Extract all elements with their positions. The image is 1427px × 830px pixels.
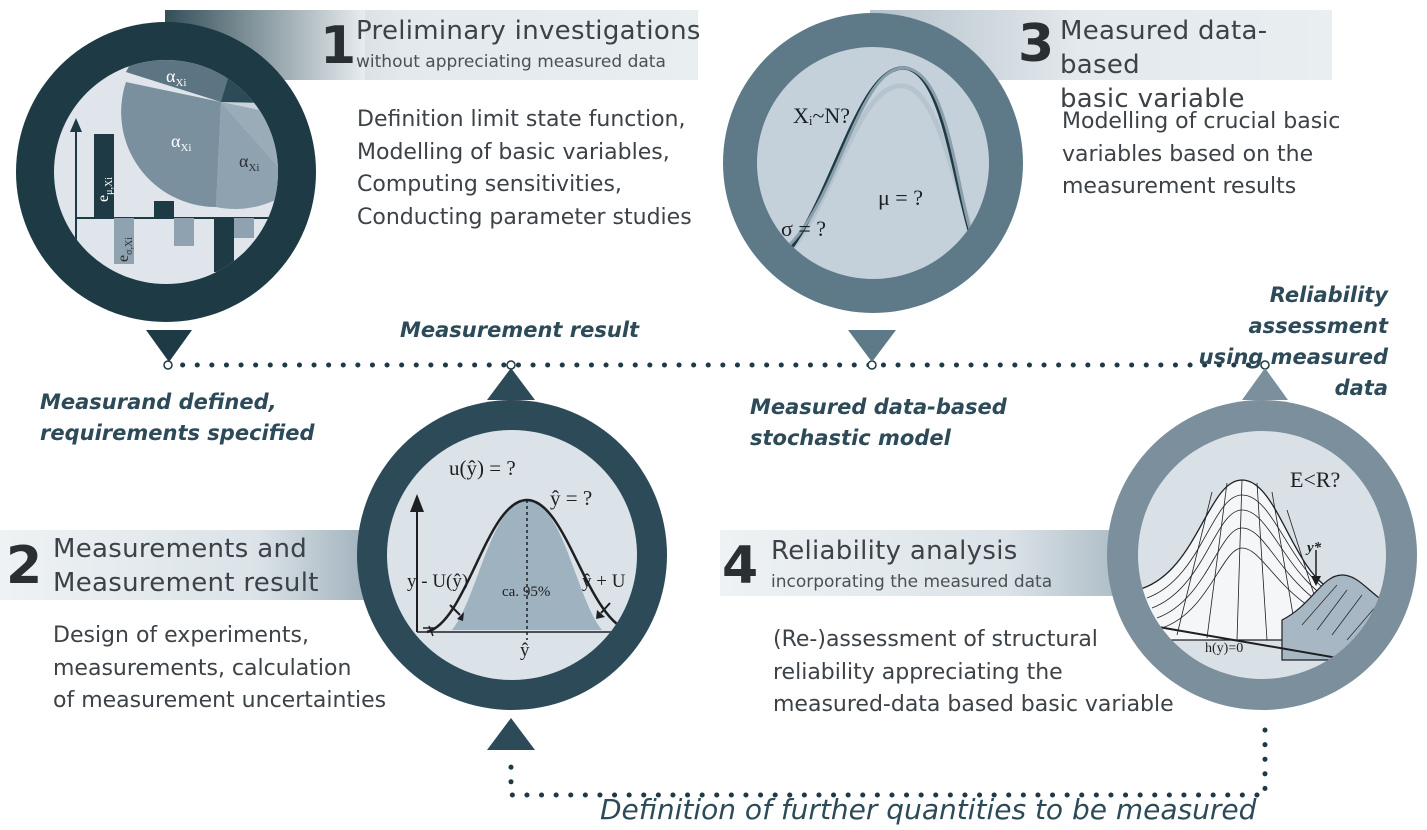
- step1-subtitle: without appreciating measured data: [356, 52, 666, 72]
- step4-subtitle: incorporating the measured data: [771, 572, 1053, 592]
- node-stochastic-model: [867, 360, 877, 370]
- step1-header: 1 Preliminary investigations without app…: [320, 10, 701, 82]
- step4-circle: E<R? y* h(y)=0: [1107, 400, 1417, 710]
- e-sigma-label: eσ,Xi: [115, 237, 135, 262]
- pointer-step4: [1242, 368, 1288, 400]
- step3-description: Modelling of crucial basic variables bas…: [1062, 109, 1341, 199]
- step1-number: 1: [320, 16, 357, 76]
- step3-header: 3 Measured data-based basic variable: [1018, 8, 1338, 114]
- step4-title: Reliability analysis: [771, 536, 1018, 566]
- step4-number: 4: [722, 536, 759, 596]
- dist-label: Xᵢ~N?: [793, 103, 850, 128]
- alpha-label-3: αXi: [239, 151, 259, 174]
- step2-circle: u(ŷ) = ? ŷ = ? y - U(ŷ) ŷ + U ca. 95% ŷ: [357, 400, 667, 710]
- mu-label: μ = ?: [878, 185, 923, 210]
- stochastic-model-label: Measured data-based stochastic model: [750, 395, 1007, 450]
- e-mu-label: eμ,Xi: [95, 177, 115, 202]
- step4-header: 4 Reliability analysis incorporating the…: [722, 530, 1122, 602]
- upper-bound-label: ŷ + U: [582, 571, 626, 592]
- node-measurand: [163, 360, 173, 370]
- measurand-label: Measurand defined, requirements specifie…: [40, 390, 315, 445]
- measurement-result-label: Measurement result: [400, 318, 640, 342]
- alpha-label-2: αXi: [171, 131, 191, 154]
- step4-description: (Re-)assessment of structural reliabilit…: [773, 627, 1174, 717]
- step2-number: 2: [6, 536, 43, 596]
- node-measurement-result: [506, 360, 516, 370]
- sigma-label: σ = ?: [781, 216, 826, 241]
- step1-title: Preliminary investigations: [356, 16, 701, 46]
- yhat-label: ŷ = ?: [550, 486, 592, 510]
- pointer-step2-top: [487, 368, 535, 400]
- step3-title: Measured data-based basic variable: [1060, 16, 1268, 114]
- alpha-label-1: αXi: [166, 66, 186, 89]
- design-point-label: y*: [1305, 540, 1322, 556]
- step1-description: Definition limit state function, Modelli…: [357, 107, 692, 230]
- step2-header: 2 Measurements and Measurement result: [6, 530, 366, 602]
- pointer-step3: [848, 330, 896, 362]
- step2-header-bar: [0, 530, 370, 600]
- step2-description: Design of experiments, measurements, cal…: [53, 623, 387, 713]
- confidence-label: ca. 95%: [502, 584, 550, 600]
- u-label: u(ŷ) = ?: [449, 456, 516, 480]
- step4-header-bar: [720, 530, 1130, 596]
- step2-title: Measurements and Measurement result: [53, 534, 319, 598]
- axis-yhat-label: ŷ: [520, 640, 530, 661]
- step3-circle: Xᵢ~N? μ = ? σ = ?: [723, 13, 1023, 313]
- feedback-loop-line: [508, 727, 1268, 798]
- pointer-step1: [146, 330, 192, 362]
- limit-state-label: h(y)=0: [1205, 641, 1243, 656]
- further-quantities-label: Definition of further quantities to be m…: [600, 793, 1257, 826]
- question-label: E<R?: [1290, 467, 1340, 492]
- pointer-step2-bottom: [487, 718, 535, 750]
- step3-number: 3: [1018, 14, 1055, 74]
- reliability-assessment-label: Reliability assessment using measured da…: [1198, 283, 1388, 400]
- step1-circle: αXi αXi αXi eμ,Xi eσ,Xi: [16, 22, 316, 322]
- lower-bound-label: y - U(ŷ): [407, 571, 468, 592]
